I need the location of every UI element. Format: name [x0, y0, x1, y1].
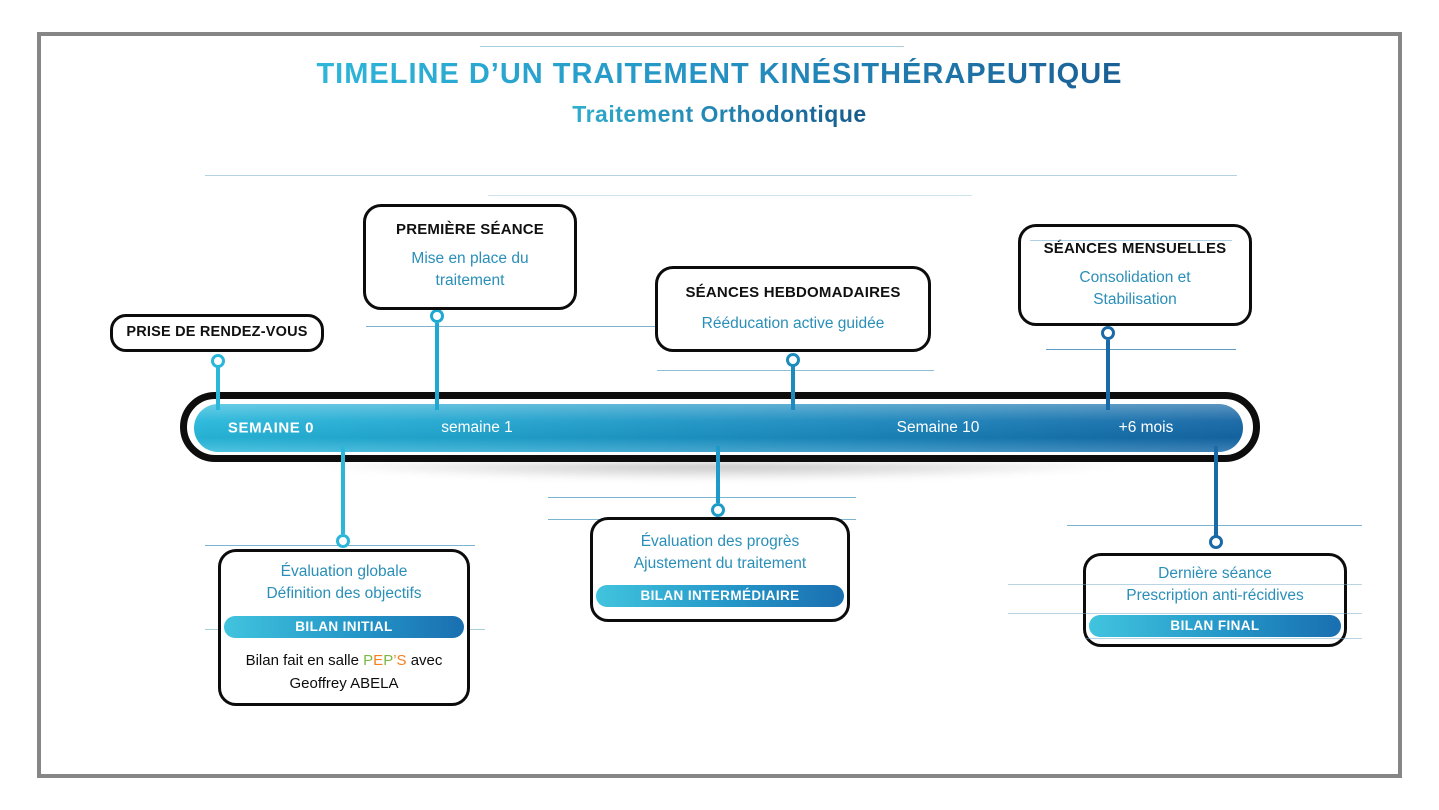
timeline-marker-week10: Semaine 10: [896, 419, 980, 436]
connector-dot: [786, 353, 800, 367]
callout-line: Dernière séance: [1158, 565, 1272, 582]
outer-frame: [37, 32, 1402, 778]
note-text: avec: [406, 652, 443, 669]
callout-description: Rééducation active guidée: [701, 315, 885, 332]
brand-letter: ’S: [393, 652, 407, 669]
connector-line: [216, 367, 220, 410]
timeline-marker-week1: semaine 1: [441, 419, 513, 436]
connector-dot: [711, 503, 725, 517]
decor-line: [657, 370, 934, 371]
decor-line: [548, 497, 856, 498]
decor-line: [488, 195, 972, 196]
connector-dot: [211, 354, 225, 368]
callout-title: SÉANCES HEBDOMADAIRES: [685, 284, 901, 301]
connector-dot: [336, 534, 350, 548]
connector-line: [435, 323, 439, 410]
callout-line: Prescription anti-récidives: [1126, 587, 1304, 604]
callout-line: Définition des objectifs: [266, 585, 422, 602]
callout-premiere-seance: PREMIÈRE SÉANCE Mise en place du traitem…: [363, 204, 577, 310]
page-subtitle: Traitement Orthodontique: [572, 101, 867, 127]
decor-line: [1008, 584, 1362, 585]
callout-bilan-final: Dernière séance Prescription anti-récidi…: [1083, 553, 1347, 647]
callout-bilan-initial: Évaluation globale Définition des object…: [218, 549, 470, 706]
timeline-marker-6months: +6 mois: [1118, 419, 1174, 436]
callout-prise-de-rendez-vous: PRISE DE RENDEZ-VOUS: [110, 314, 324, 352]
brand-letter: P: [363, 652, 374, 669]
brand-letter: E: [373, 652, 384, 669]
note-author: Geoffrey ABELA: [289, 675, 399, 692]
connector-dot: [1209, 535, 1223, 549]
callout-description: Mise en place du traitement: [411, 250, 529, 289]
callout-seances-hebdomadaires: SÉANCES HEBDOMADAIRES Rééducation active…: [655, 266, 931, 352]
callout-line: Évaluation globale: [280, 563, 408, 580]
badge-bilan-intermediaire: BILAN INTERMÉDIAIRE: [596, 585, 844, 607]
callout-seances-mensuelles: SÉANCES MENSUELLES Consolidation et Stab…: [1018, 224, 1252, 326]
decor-line: [1046, 349, 1236, 350]
callout-title: SÉANCES MENSUELLES: [1043, 240, 1227, 257]
connector-line: [791, 366, 795, 410]
callout-title: PREMIÈRE SÉANCE: [395, 221, 545, 238]
decor-line: [1008, 613, 1362, 614]
connector-dot: [430, 309, 444, 323]
note-text: Bilan fait en salle: [245, 652, 364, 669]
callout-line: Ajustement du traitement: [633, 555, 807, 572]
timeline-marker-week0: SEMAINE 0: [227, 419, 315, 437]
header: TIMELINE D’UN TRAITEMENT KINÉSITHÉRAPEUT…: [0, 58, 1439, 128]
badge-bilan-initial: BILAN INITIAL: [224, 616, 464, 638]
timeline-bar: SEMAINE 0 semaine 1 Semaine 10 +6 mois: [194, 404, 1243, 452]
decor-line: [1030, 240, 1232, 241]
decor-line: [1085, 638, 1362, 639]
page-title: TIMELINE D’UN TRAITEMENT KINÉSITHÉRAPEUT…: [316, 58, 1123, 90]
decor-line: [205, 175, 1237, 176]
connector-line: [1106, 340, 1110, 410]
callout-title: PRISE DE RENDEZ-VOUS: [126, 324, 308, 340]
connector-line: [341, 446, 345, 534]
callout-description: Consolidation et Stabilisation: [1079, 269, 1191, 308]
brand-letter: P: [383, 652, 394, 669]
callout-bilan-intermediaire: Évaluation des progrès Ajustement du tra…: [590, 517, 850, 622]
callout-line: Évaluation des progrès: [640, 533, 800, 550]
connector-dot: [1101, 326, 1115, 340]
connector-line: [1214, 446, 1218, 536]
badge-bilan-final: BILAN FINAL: [1089, 615, 1341, 637]
decor-line: [480, 46, 904, 47]
connector-line: [716, 446, 720, 503]
timeline-shadow: [190, 463, 1250, 487]
decor-line: [366, 326, 658, 327]
